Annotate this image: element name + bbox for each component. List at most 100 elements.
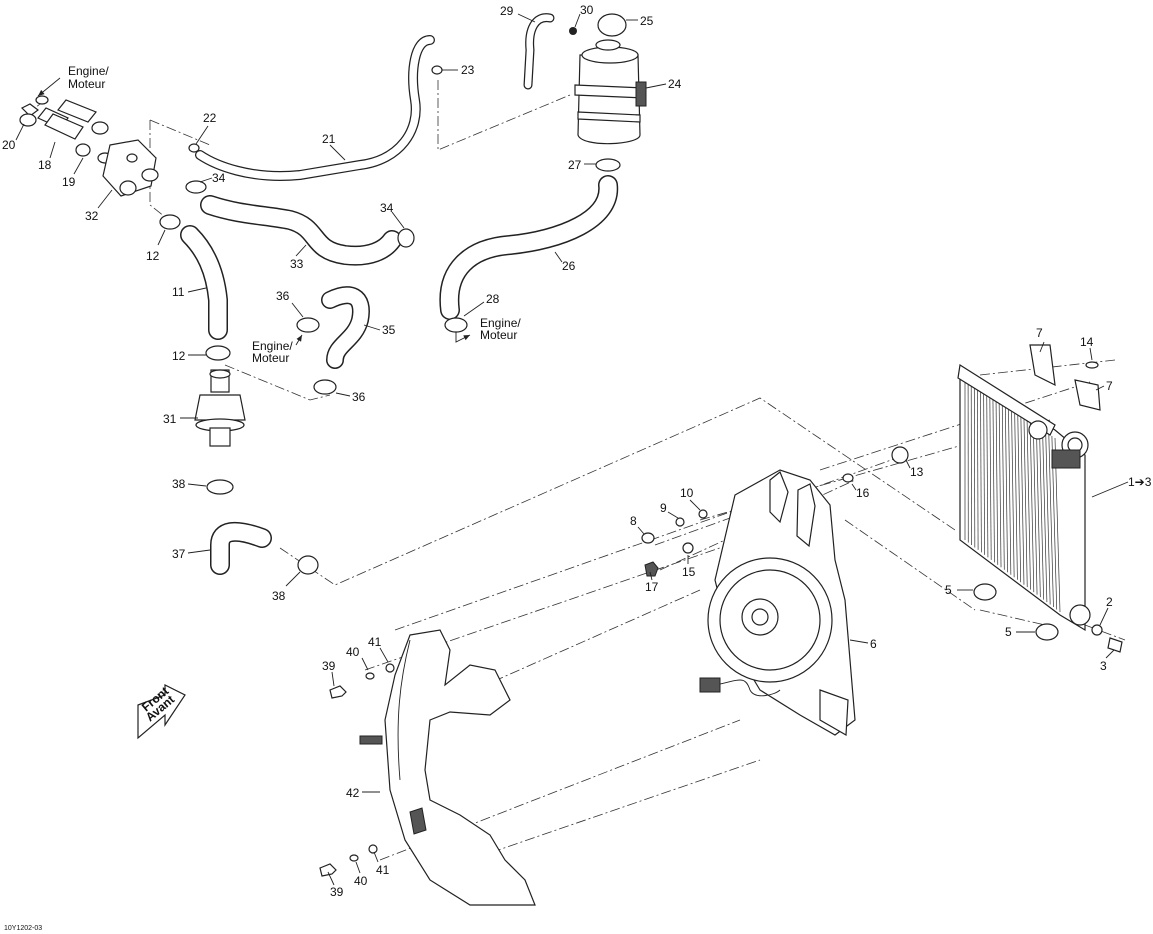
callout-5-bottom: 5 bbox=[1005, 625, 1012, 639]
callout-6: 6 bbox=[870, 637, 877, 651]
callout-36-top: 36 bbox=[276, 289, 290, 303]
radiator-fin bbox=[992, 397, 995, 563]
engine-note-mid-fr: Moteur bbox=[252, 351, 289, 365]
callout-41-bottom: 41 bbox=[376, 863, 390, 877]
radiator-fin bbox=[1026, 419, 1031, 590]
callout-5-top: 5 bbox=[945, 583, 952, 597]
callout-16: 16 bbox=[856, 486, 870, 500]
radiator-fin bbox=[1048, 433, 1054, 608]
callout-15: 15 bbox=[682, 565, 696, 579]
callout-8: 8 bbox=[630, 514, 637, 528]
assembly-dashed-lines bbox=[19, 80, 1126, 871]
callout-18: 18 bbox=[38, 158, 52, 172]
callout-13: 13 bbox=[910, 465, 924, 479]
callout-36-bottom: 36 bbox=[352, 390, 366, 404]
radiator-fin bbox=[1032, 423, 1038, 595]
callout-32: 32 bbox=[85, 209, 99, 223]
callout-41-top: 41 bbox=[368, 635, 382, 649]
callout-34-left: 34 bbox=[212, 171, 226, 185]
radiator-fin bbox=[989, 395, 992, 560]
water-outlet-fittings bbox=[19, 95, 159, 197]
engine-note-top-en: Engine/ bbox=[68, 64, 109, 78]
drawing-code: 10Y1202-03 bbox=[4, 925, 42, 932]
radiator bbox=[842, 344, 1123, 653]
radiator-fin bbox=[1008, 407, 1012, 575]
deflector-hardware bbox=[319, 663, 395, 877]
engine-note-mid-en: Engine/ bbox=[252, 339, 293, 353]
callout-7-right: 7 bbox=[1106, 379, 1113, 393]
radiator-fin bbox=[1029, 421, 1035, 593]
callout-38-bottom: 38 bbox=[272, 589, 286, 603]
radiator-fin bbox=[1020, 415, 1025, 585]
elbow-hose-37 bbox=[210, 521, 319, 575]
engine-note-top-fr: Moteur bbox=[68, 77, 105, 91]
callout-40-bottom: 40 bbox=[354, 874, 368, 888]
callout-24: 24 bbox=[668, 77, 682, 91]
callout-1-3: 1➔3 bbox=[1128, 475, 1152, 489]
radiator-fin bbox=[1023, 417, 1028, 588]
callout-31: 31 bbox=[163, 412, 177, 426]
callout-19: 19 bbox=[62, 175, 76, 189]
radiator-fin bbox=[995, 399, 999, 565]
callout-9: 9 bbox=[660, 501, 667, 515]
callout-39-bottom: 39 bbox=[330, 885, 344, 899]
callout-21: 21 bbox=[322, 132, 336, 146]
front-direction-arrow: Front Avant bbox=[137, 684, 186, 740]
callout-12-bottom: 12 bbox=[172, 349, 186, 363]
callout-12-top: 12 bbox=[146, 249, 160, 263]
coolant-reservoir bbox=[431, 13, 647, 145]
callout-42: 42 bbox=[346, 786, 360, 800]
radiator-fin bbox=[1001, 403, 1005, 570]
radiator-fin bbox=[986, 393, 989, 558]
radiator-fin bbox=[1017, 413, 1022, 583]
radiator-fin bbox=[1045, 431, 1051, 605]
callout-14: 14 bbox=[1080, 335, 1094, 349]
air-deflector bbox=[359, 629, 536, 906]
callout-25: 25 bbox=[640, 14, 654, 28]
callout-2: 2 bbox=[1106, 595, 1113, 609]
callout-26: 26 bbox=[562, 259, 576, 273]
callout-40-top: 40 bbox=[346, 645, 360, 659]
radiator-fin bbox=[1004, 405, 1008, 573]
radiator-fin bbox=[983, 391, 986, 555]
hose-21 bbox=[188, 35, 435, 181]
radiator-fin bbox=[1014, 411, 1018, 580]
callout-38-top: 38 bbox=[172, 477, 186, 491]
hose-33 bbox=[185, 180, 415, 266]
callout-30: 30 bbox=[580, 3, 594, 17]
engine-note-right-en: Engine/ bbox=[480, 316, 521, 330]
callout-17: 17 bbox=[645, 580, 659, 594]
radiator-fin bbox=[980, 389, 982, 553]
engine-note-right-fr: Moteur bbox=[480, 328, 517, 342]
radiator-fin bbox=[1039, 427, 1044, 600]
engine-notes: Engine/ Moteur Engine/ Moteur Engine/ Mo… bbox=[37, 64, 521, 365]
cooling-fan bbox=[699, 469, 856, 737]
fan-hardware bbox=[641, 509, 708, 577]
callout-35: 35 bbox=[382, 323, 396, 337]
callout-3: 3 bbox=[1100, 659, 1107, 673]
callouts: 20 18 19 32 22 21 23 29 30 25 24 27 34 3… bbox=[2, 3, 1152, 899]
hose-11 bbox=[159, 214, 231, 361]
callout-22: 22 bbox=[203, 111, 217, 125]
callout-11: 11 bbox=[172, 285, 185, 299]
callout-33: 33 bbox=[290, 257, 304, 271]
callout-28: 28 bbox=[486, 292, 500, 306]
callout-23: 23 bbox=[461, 63, 475, 77]
callout-7-top: 7 bbox=[1036, 326, 1043, 340]
radiator-fin bbox=[1036, 425, 1041, 598]
callout-34-right: 34 bbox=[380, 201, 394, 215]
hose-35 bbox=[296, 286, 370, 395]
radiator-fin bbox=[1042, 429, 1048, 603]
callout-39-top: 39 bbox=[322, 659, 336, 673]
thermostat-housing-31 bbox=[194, 369, 246, 495]
callout-27: 27 bbox=[568, 158, 582, 172]
radiator-fin bbox=[977, 387, 979, 550]
radiator-fin bbox=[998, 401, 1002, 568]
callout-37: 37 bbox=[172, 547, 186, 561]
radiator-fin bbox=[1011, 409, 1015, 578]
hose-26 bbox=[439, 158, 621, 333]
callout-10: 10 bbox=[680, 486, 694, 500]
callout-29: 29 bbox=[500, 4, 514, 18]
